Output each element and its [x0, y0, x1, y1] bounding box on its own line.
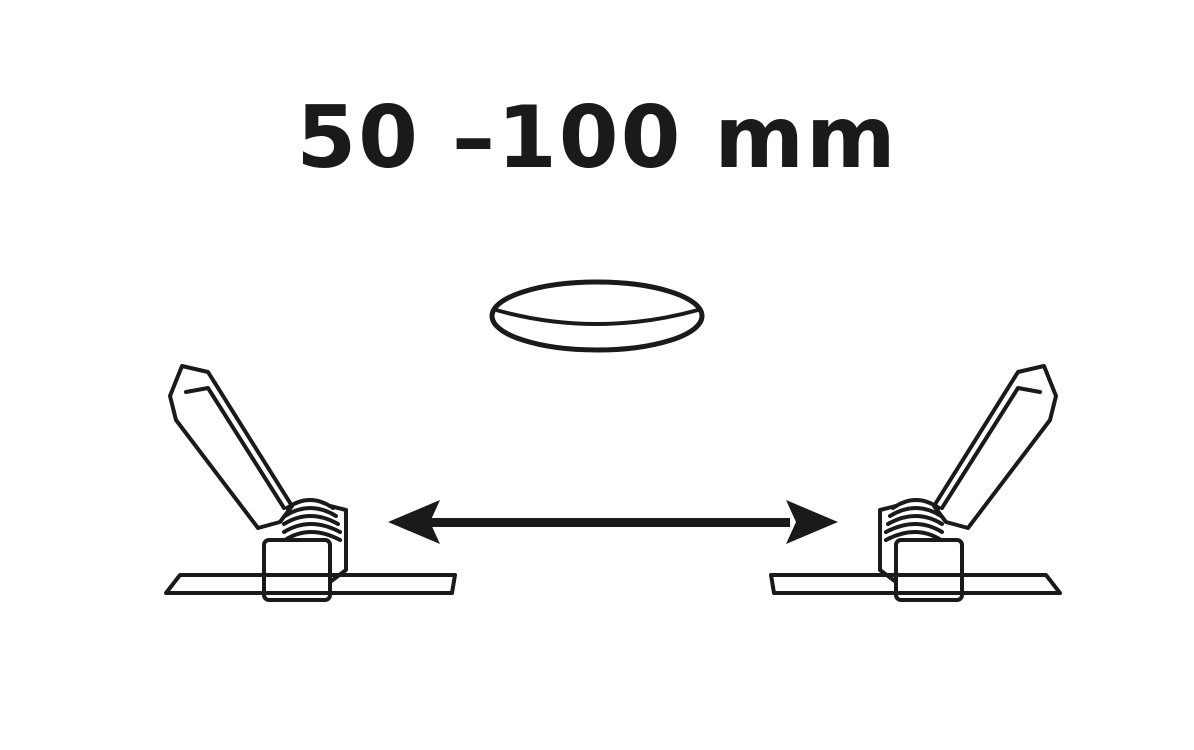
spacer-disc-icon: [489, 279, 705, 353]
spacing-distance-label: 50 –100 mm: [296, 88, 898, 188]
double-arrow-icon: [388, 500, 838, 544]
tile-leveling-clip-left-icon: [164, 364, 457, 602]
tile-leveling-clip-right-icon: [769, 364, 1062, 602]
